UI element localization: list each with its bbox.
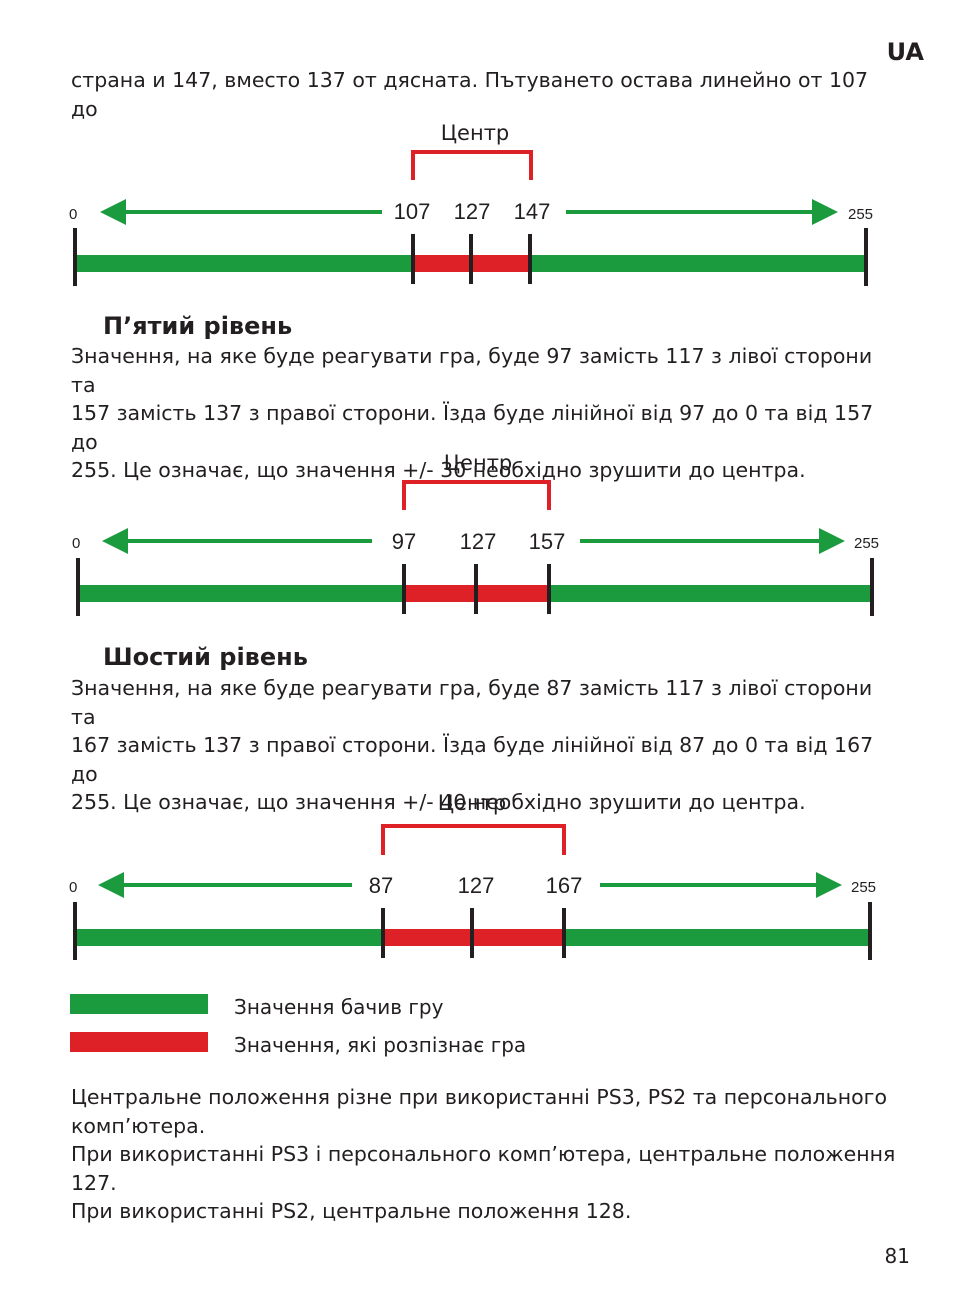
text-line: Значення, на яке буде реагувати гра, буд… xyxy=(71,676,873,729)
text-line: При використанні PS3 і персонального ком… xyxy=(71,1142,896,1166)
section-text-fifth: Значення, на яке буде реагувати гра, буд… xyxy=(71,342,901,485)
mid-value: 127 xyxy=(460,529,497,554)
center-bracket xyxy=(381,824,566,855)
green-segment-right xyxy=(564,929,870,946)
legend-swatch-red xyxy=(70,1032,208,1052)
green-segment-left xyxy=(75,255,413,272)
text-line: 127. xyxy=(71,1170,117,1195)
text-line: 167 замість 137 з правої сторони. Їзда б… xyxy=(71,733,874,786)
green-segment-right xyxy=(530,255,866,272)
left-value: 87 xyxy=(369,873,393,898)
right-arrow-icon xyxy=(816,872,842,898)
min-label: 0 xyxy=(69,879,77,896)
mid-value: 127 xyxy=(454,199,491,224)
right-value: 167 xyxy=(546,873,583,898)
page-number: 81 xyxy=(884,1244,910,1268)
left-value: 97 xyxy=(392,529,416,554)
left-arrow-icon xyxy=(98,872,124,898)
text-line: 255. Це означає, що значення +/- 40 необ… xyxy=(71,790,806,814)
language-tag: UA xyxy=(886,38,924,66)
right-value: 147 xyxy=(514,199,551,224)
green-segment-left xyxy=(75,929,383,946)
range-diagram-2: Центр 0 255 97 127 157 xyxy=(72,451,879,616)
text-line: Центральне положення різне при використа… xyxy=(71,1085,887,1109)
max-label: 255 xyxy=(851,879,876,896)
left-arrow-icon xyxy=(102,528,128,554)
legend-label-green: Значення бачив гру xyxy=(234,995,444,1019)
section-text-sixth: Значення, на яке буде реагувати гра, буд… xyxy=(71,674,901,817)
green-segment-right xyxy=(549,585,872,602)
legend-label-red: Значення, які розпізнає гра xyxy=(234,1033,527,1057)
intro-line: страна и 147, вместо 137 от дясната. Път… xyxy=(71,68,869,121)
green-segment-left xyxy=(78,585,404,602)
center-label: Центр xyxy=(441,121,510,145)
mid-value: 127 xyxy=(458,873,495,898)
text-line: 255. Це означає, що значення +/- 30 необ… xyxy=(71,458,806,482)
legend-swatch-green xyxy=(70,994,208,1014)
right-arrow-icon xyxy=(812,199,838,225)
right-arrow-icon xyxy=(819,528,845,554)
left-value: 107 xyxy=(394,199,431,224)
center-label: Центр xyxy=(438,791,507,815)
right-value: 157 xyxy=(529,529,566,554)
range-diagram-3: Центр 0 255 87 127 167 xyxy=(69,791,876,960)
max-label: 255 xyxy=(848,206,873,223)
text-line: Значення, на яке буде реагувати гра, буд… xyxy=(71,344,873,397)
center-bracket xyxy=(402,480,551,510)
center-bracket xyxy=(411,150,533,180)
text-line: комп’ютера. xyxy=(71,1113,206,1138)
section-heading-sixth: Шостий рівень xyxy=(103,643,308,671)
center-label: Центр xyxy=(444,451,513,475)
min-label: 0 xyxy=(69,206,77,223)
range-diagram-1: Центр 0 255 107 127 147 xyxy=(69,121,873,286)
section-heading-fifth: П’ятий рівень xyxy=(103,312,293,340)
text-line: 157 замість 137 з правої сторони. Їзда б… xyxy=(71,401,874,454)
footer-text: Центральне положення різне при використа… xyxy=(71,1083,901,1226)
max-label: 255 xyxy=(854,535,879,552)
text-line: При використанні PS2, центральне положен… xyxy=(71,1199,632,1223)
left-arrow-icon xyxy=(100,199,126,225)
min-label: 0 xyxy=(72,535,80,552)
